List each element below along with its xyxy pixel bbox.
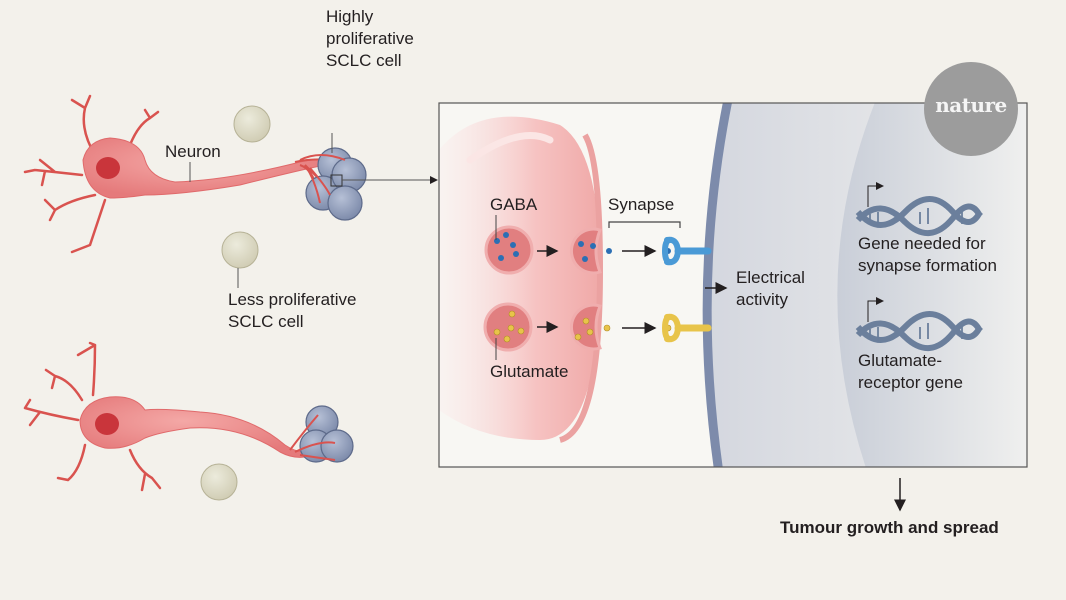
less-prolif-cell-1 [233, 105, 271, 143]
nucleus [837, 103, 1027, 467]
label-less-proliferative: Less proliferative SCLC cell [228, 290, 357, 331]
less-prolif-cell-3 [200, 463, 238, 501]
neuron-top-nucleus [96, 157, 120, 179]
label-electrical-activity: Electrical activity [736, 268, 805, 309]
neuron-top [23, 94, 160, 254]
label-gaba: GABA [490, 195, 538, 214]
neuron-bottom-nucleus [95, 413, 119, 435]
label-glutamate: Glutamate [490, 362, 569, 381]
dna-glutamate-receptor-gene [855, 297, 983, 351]
synapse-bracket [608, 221, 681, 228]
detail-box-border [438, 102, 1028, 468]
gaba-pathway [484, 215, 712, 275]
less-prolif-cell-2 [221, 231, 259, 269]
gaba-vesicle-fusing [569, 227, 602, 275]
label-gene-glutamate: Glutamate- receptor gene [858, 351, 963, 392]
tumour-cluster-top [299, 147, 367, 221]
label-synapse: Synapse [608, 195, 675, 214]
label-highly-proliferative: Highly proliferative SCLC cell [326, 7, 414, 70]
glutamate-pathway [483, 302, 712, 360]
label-gene-synapse: Gene needed for synapse formation [858, 234, 997, 275]
nature-logo: nature [924, 62, 1018, 156]
dna-synapse-gene [855, 182, 983, 236]
neuron-bottom [23, 341, 162, 492]
presynaptic-terminal [439, 116, 600, 441]
gaba-vesicle [484, 225, 534, 275]
label-outcome: Tumour growth and spread [780, 518, 999, 537]
label-neuron: Neuron [165, 142, 221, 161]
synapse-detail-panel [439, 103, 1027, 467]
glutamate-vesicle-fusing [569, 303, 602, 351]
cell-membrane [702, 103, 732, 467]
tumour-cluster-bottom [289, 405, 354, 463]
